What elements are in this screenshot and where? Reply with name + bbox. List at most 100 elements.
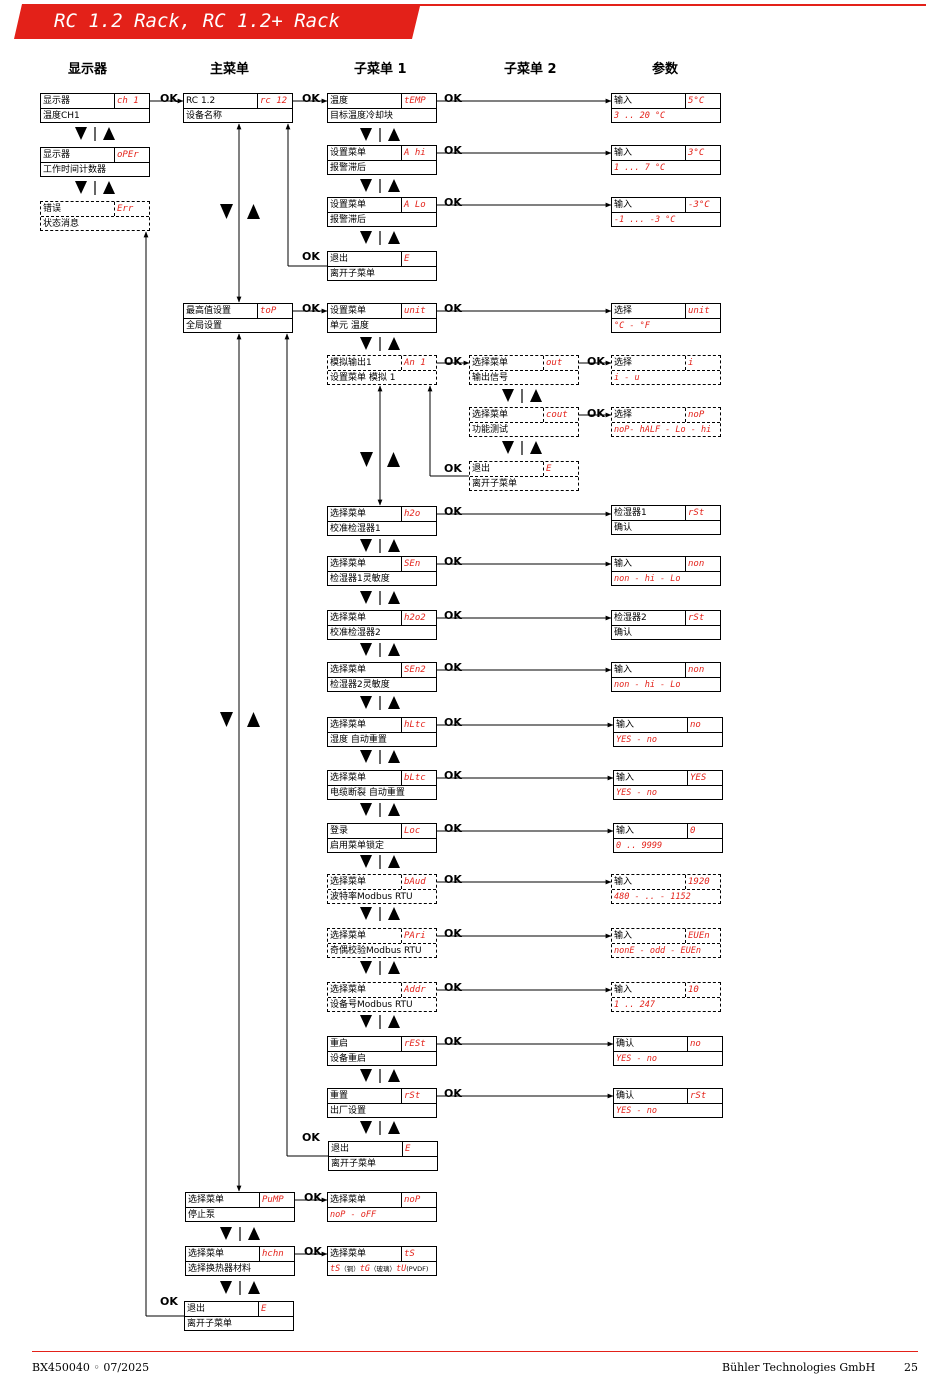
display-code-text: E — [404, 254, 410, 264]
box-display-code: oPEr — [114, 148, 150, 162]
ok-label: OK — [444, 355, 462, 368]
box-line-2: 出厂设置 — [330, 1106, 367, 1116]
column-header-submenu-2: 子菜单 2 — [504, 62, 557, 77]
box-display-code: unit — [685, 304, 721, 318]
box-line-1: 重启 — [330, 1039, 349, 1049]
display-code-text: toP — [260, 306, 277, 316]
display-code-text: bLtc — [404, 773, 426, 783]
up-triangle — [387, 452, 400, 467]
box-line-1: 退出 — [330, 254, 349, 264]
box-line-2: noP- hALF - Lo - hi — [614, 425, 712, 435]
display-code-text: hLtc — [404, 720, 426, 730]
display-code-text: -3°C — [688, 200, 710, 210]
box-display-code: noP — [401, 1193, 437, 1207]
material-copper: （铜） — [340, 1265, 360, 1273]
display-code-text: rSt — [690, 1091, 707, 1101]
column-header-display: 显示器 — [68, 62, 108, 77]
box-line-2: 工作时间计数器 — [43, 165, 107, 175]
box-line-1: 选择菜单 — [330, 613, 367, 623]
box-line-1: 退出 — [472, 464, 491, 474]
box-line-2: 全局设置 — [186, 321, 223, 331]
box-display-code: 10 — [685, 983, 721, 997]
up-down-nav-symbol — [360, 591, 400, 605]
box-line-2: 输出信号 — [472, 373, 509, 383]
ok-label: OK — [444, 1087, 462, 1100]
display-code-text: A hi — [404, 148, 426, 158]
box-line-1: 输入 — [616, 773, 635, 783]
up-down-nav-symbol — [360, 337, 400, 351]
box-line-2: 启用菜单锁定 — [330, 841, 385, 851]
menu-box-s4: 退出 E 离开子菜单 — [327, 251, 437, 281]
display-code-text: Addr — [404, 985, 426, 995]
box-line-1: 输入 — [614, 559, 633, 569]
box-display-code: A Lo — [401, 198, 437, 212]
box-display-code: PAri — [401, 929, 437, 943]
display-code-text: hchn — [262, 1249, 284, 1259]
display-code-text: Err — [117, 204, 134, 214]
box-line-2: 设置菜单 模拟 1 — [330, 373, 396, 383]
ok-label: OK — [302, 1131, 320, 1144]
page-title: RC 1.2 Rack, RC 1.2+ Rack — [54, 10, 340, 32]
ok-label: OK — [302, 302, 320, 315]
up-down-nav-symbol — [502, 389, 542, 403]
footer-company: Bühler Technologies GmbH — [722, 1361, 876, 1374]
up-down-nav-symbol — [75, 181, 115, 195]
ok-label: OK — [444, 716, 462, 729]
box-line-1: 登录 — [330, 826, 349, 836]
box-line-2: 检湿器1灵敏度 — [330, 574, 390, 584]
box-line-2: YES - no — [616, 788, 657, 798]
column-header-parameters: 参数 — [652, 62, 679, 77]
display-code-text: EUEn — [688, 931, 710, 941]
box-line-1: 显示器 — [43, 96, 71, 106]
box-display-code: noP — [685, 408, 721, 422]
box-display-code: 1920 — [685, 875, 721, 889]
box-row-1: 输入-3°C — [612, 198, 720, 213]
material-code-glass: tG — [359, 1264, 370, 1274]
box-line-1: 确认 — [616, 1039, 635, 1049]
ok-label: OK — [444, 822, 462, 835]
display-code-text: cout — [546, 410, 568, 420]
display-code-text: Loc — [404, 826, 421, 836]
display-code-text: out — [546, 358, 563, 368]
box-line-1: 选择菜单 — [472, 358, 509, 368]
box-display-code: rc 12 — [257, 94, 293, 108]
material-pvdf: (PVDF) — [406, 1265, 429, 1273]
box-display-code: h2o — [401, 507, 437, 521]
box-display-code: PuMP — [259, 1193, 295, 1207]
box-line-2: tS（铜）tG（玻璃）tU(PVDF) — [330, 1263, 428, 1276]
ok-label: OK — [444, 555, 462, 568]
box-display-code: toP — [257, 304, 293, 318]
up-down-nav-symbol — [502, 441, 542, 455]
box-display-code: E — [258, 1302, 294, 1316]
box-line-1: 重置 — [330, 1091, 349, 1101]
box-display-code: SEn2 — [401, 663, 437, 677]
box-line-2: 离开子菜单 — [330, 269, 376, 279]
